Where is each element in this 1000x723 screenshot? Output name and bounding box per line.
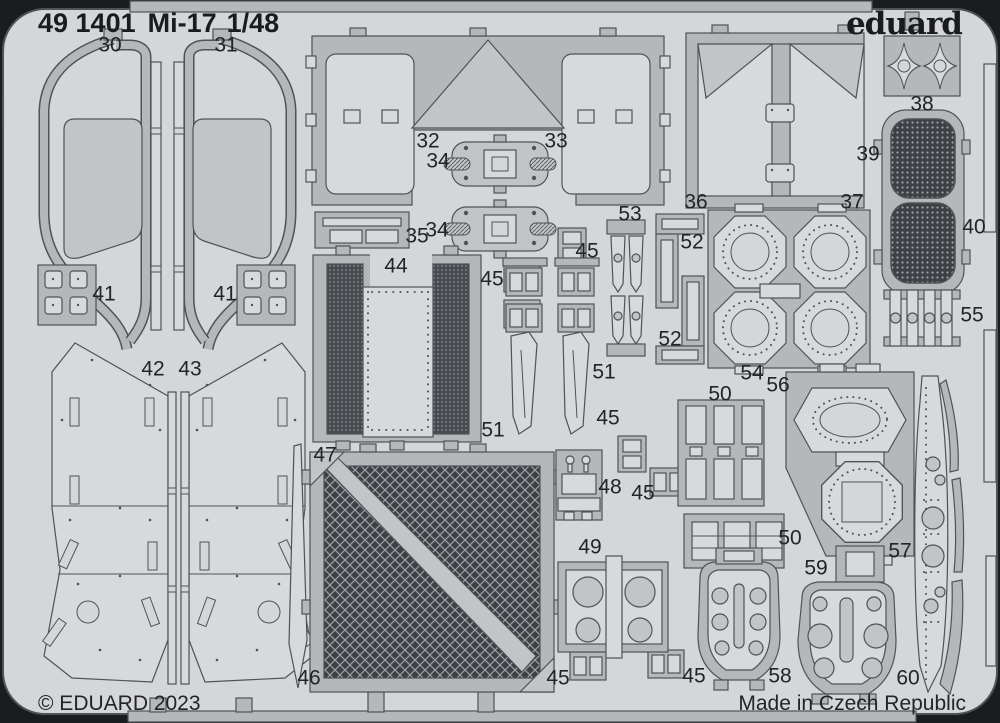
part-32-33-panels <box>305 27 671 206</box>
made-in-text: Made in Czech Republic <box>738 692 966 715</box>
part-59-bracket <box>835 545 885 583</box>
part-label-60: 60 <box>896 667 919 690</box>
part-49-plate <box>557 555 669 659</box>
part-label-34: 34 <box>425 219 449 242</box>
part-34-upper <box>443 134 557 194</box>
part-label-39: 39 <box>856 143 879 166</box>
part-41-left <box>37 264 97 326</box>
part-34-lower <box>443 199 557 259</box>
part-label-45: 45 <box>631 482 654 505</box>
part-label-41: 41 <box>92 283 115 306</box>
part-label-45: 45 <box>682 665 705 688</box>
center-strips-30-31 <box>150 61 185 331</box>
part-label-57: 57 <box>888 540 911 563</box>
sheet-edge-tabs <box>127 0 920 723</box>
part-label-31: 31 <box>214 34 237 57</box>
part-38-stars <box>883 35 961 97</box>
part-46-strip <box>288 443 308 689</box>
part-label-56: 56 <box>766 374 789 397</box>
part-label-30: 30 <box>98 34 121 57</box>
part-label-33: 33 <box>544 130 567 153</box>
part-label-46: 46 <box>297 667 320 690</box>
part-35-strip <box>314 211 410 249</box>
part-42-door <box>42 342 169 683</box>
part-label-41: 41 <box>213 283 236 306</box>
part-53-blades <box>606 219 646 357</box>
part-label-51: 51 <box>481 419 504 442</box>
part-label-34: 34 <box>426 150 450 173</box>
product-code: 49 1401 <box>38 8 136 38</box>
part-label-52: 52 <box>658 328 681 351</box>
part-label-45: 45 <box>596 407 619 430</box>
part-39-40-mesh-grilles <box>873 109 971 295</box>
part-label-48: 48 <box>598 476 621 499</box>
part-47-mesh-panel <box>301 443 563 693</box>
product-scale: 1/48 <box>227 8 280 38</box>
part-36-37-panels <box>685 24 865 209</box>
part-label-59: 59 <box>804 557 827 580</box>
part-label-45: 45 <box>480 268 503 291</box>
part-41-right <box>236 264 296 326</box>
part-label-40: 40 <box>962 216 985 239</box>
part-label-36: 36 <box>684 191 707 214</box>
part-label-32: 32 <box>416 130 439 153</box>
part-label-53: 53 <box>618 203 641 226</box>
part-label-38: 38 <box>910 93 933 116</box>
part-52-upper <box>655 213 705 309</box>
part-label-52: 52 <box>680 231 703 254</box>
part-44-mesh-floor <box>312 245 482 451</box>
part-50-grid-upper <box>677 399 765 507</box>
part-label-58: 58 <box>768 665 791 688</box>
part-label-37: 37 <box>840 191 863 214</box>
part-label-50: 50 <box>778 527 801 550</box>
sheet-title: 49 1401 Mi-17 1/48 <box>38 8 279 38</box>
part-label-54: 54 <box>740 362 764 385</box>
part-label-42: 42 <box>141 358 164 381</box>
part-label-35: 35 <box>405 225 428 248</box>
sheet-edge-strips <box>983 63 997 667</box>
part-label-50: 50 <box>708 383 731 406</box>
part-58-bowl-right <box>797 581 897 705</box>
copyright-text: © EDUARD 2023 <box>38 692 201 715</box>
part-label-55: 55 <box>960 304 983 327</box>
part-label-49: 49 <box>578 536 601 559</box>
part-52-lower <box>655 275 705 365</box>
part-54-octagons <box>707 203 871 375</box>
brand-logo: eduard <box>846 6 962 42</box>
center-strips-42-43 <box>167 391 190 685</box>
part-58-bowl-left <box>697 547 781 691</box>
part-label-44: 44 <box>384 255 408 278</box>
part-55-hinges <box>883 289 961 347</box>
part-label-51: 51 <box>592 361 615 384</box>
part-48-gadget <box>555 449 603 521</box>
part-label-47: 47 <box>313 444 336 467</box>
part-60-blade <box>914 375 965 696</box>
part-label-45: 45 <box>546 667 569 690</box>
product-name: Mi-17 <box>148 8 217 38</box>
part-label-45: 45 <box>575 240 598 263</box>
part-label-43: 43 <box>178 358 201 381</box>
